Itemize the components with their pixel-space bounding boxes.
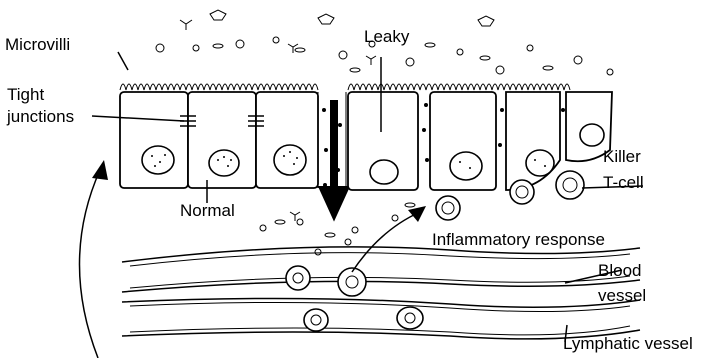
lymphatic-vessel-label: Lymphatic vessel	[563, 334, 693, 353]
blood-vessel	[122, 247, 640, 296]
microvilli-border	[120, 84, 318, 90]
nucleus	[526, 150, 554, 176]
nucleus	[370, 160, 398, 184]
leaky-label: Leaky	[364, 27, 410, 46]
normal-label: Normal	[180, 201, 235, 220]
blood-vessel-label-line2: vessel	[598, 286, 646, 305]
killer-label-line2: T-cell	[603, 173, 644, 192]
permeable-gap	[318, 92, 346, 212]
lymphatic-vessel	[122, 298, 640, 338]
nucleus	[209, 150, 239, 176]
nucleus	[580, 124, 604, 146]
nucleus	[450, 152, 482, 180]
killer-label-line1: Killer	[603, 147, 641, 166]
inflammatory-response-label: Inflammatory response	[432, 230, 605, 249]
leaky-cell-3	[506, 92, 560, 190]
tight-junctions-label-line2: junctions	[6, 107, 74, 126]
microvilli-label: Microvilli	[5, 35, 70, 54]
nucleus	[274, 145, 306, 175]
tight-junctions-label-line1: Tight	[7, 85, 44, 104]
nucleus	[142, 146, 174, 174]
down-arrow-icon	[324, 100, 344, 212]
blood-vessel-label-line1: Blood	[598, 261, 641, 280]
normal-epithelium	[120, 84, 318, 188]
